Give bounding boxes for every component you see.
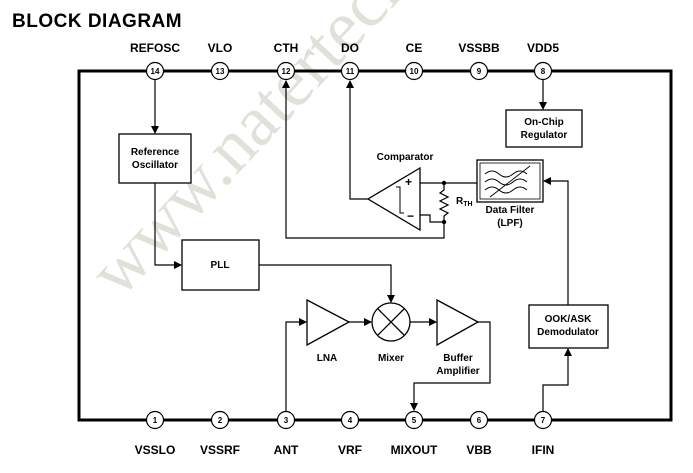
pin-label-mixout: MIXOUT xyxy=(391,443,438,457)
rth-label-main: R xyxy=(456,196,464,207)
pin-3: 3 xyxy=(276,410,296,430)
pin-11: 11 xyxy=(340,61,360,81)
pin-6: 6 xyxy=(469,410,489,430)
pin-7: 7 xyxy=(533,410,553,430)
pin-number: 8 xyxy=(541,67,546,76)
pin-number: 1 xyxy=(153,416,158,425)
pin-number: 10 xyxy=(410,67,419,76)
chip-outline xyxy=(77,69,673,422)
data-filter-label-2: (LPF) xyxy=(497,218,523,229)
mixer-label: Mixer xyxy=(378,353,404,364)
rth-label: RTH xyxy=(456,196,473,208)
hysteresis-icon xyxy=(396,186,404,214)
pin-label-vlo: VLO xyxy=(208,41,233,55)
pin-number: 9 xyxy=(477,67,482,76)
pin-number: 5 xyxy=(412,416,417,425)
pin-label-vbb: VBB xyxy=(466,443,492,457)
buffer-amplifier-symbol xyxy=(436,298,480,347)
pin-number: 3 xyxy=(284,416,289,425)
regulator-label-2: Regulator xyxy=(521,130,568,141)
pin-number: 13 xyxy=(216,67,225,76)
pin-label-do: DO xyxy=(341,41,359,55)
pin-label-ce: CE xyxy=(406,41,423,55)
lna-label: LNA xyxy=(317,353,338,364)
regulator-label-1: On-Chip xyxy=(524,117,563,128)
reference-oscillator-block xyxy=(118,133,192,184)
pin-label-vdd5: VDD5 xyxy=(527,41,559,55)
diagram-title: BLOCK DIAGRAM xyxy=(12,11,182,32)
pin-14: 14 xyxy=(145,61,165,81)
pin-label-vssrf: VSSRF xyxy=(200,443,240,457)
pin-number: 4 xyxy=(348,416,353,425)
pin-number: 7 xyxy=(541,416,546,425)
demodulator-label-2: Demodulator xyxy=(537,327,599,338)
pin-12: 12 xyxy=(276,61,296,81)
comparator-plus-sign: + xyxy=(405,175,412,189)
pin-number: 14 xyxy=(151,67,160,76)
comparator-minus-sign: − xyxy=(407,209,414,223)
mixer-cross-icon xyxy=(377,308,405,336)
rth-label-sub: TH xyxy=(463,201,472,208)
buffer-label-1: Buffer xyxy=(443,353,473,364)
pin-1: 1 xyxy=(145,410,165,430)
pin-2: 2 xyxy=(210,410,230,430)
pin-label-ant: ANT xyxy=(274,443,299,457)
pin-9: 9 xyxy=(469,61,489,81)
pll-block xyxy=(181,239,260,291)
lna-symbol xyxy=(306,298,351,347)
reference-oscillator-label-1: Reference xyxy=(131,147,180,158)
pin-label-vsslo: VSSLO xyxy=(135,443,176,457)
pin-number: 6 xyxy=(477,416,482,425)
pin-13: 13 xyxy=(210,61,230,81)
buffer-label-2: Amplifier xyxy=(436,366,479,377)
filter-slash-icon xyxy=(489,165,531,198)
ook-ask-demodulator-block xyxy=(528,304,609,349)
comparator-symbol xyxy=(366,166,421,232)
pin-label-refosc: REFOSC xyxy=(130,41,180,55)
pin-5: 5 xyxy=(404,410,424,430)
pin-label-vrf: VRF xyxy=(338,443,362,457)
pin-number: 12 xyxy=(282,67,291,76)
pin-label-vssbb: VSSBB xyxy=(458,41,500,55)
reference-oscillator-label-2: Oscillator xyxy=(132,160,178,171)
on-chip-regulator-block xyxy=(505,109,583,148)
data-filter-inner xyxy=(479,162,541,200)
pin-label-cth: CTH xyxy=(274,41,299,55)
pin-number: 2 xyxy=(218,416,223,425)
comparator-label: Comparator xyxy=(377,152,434,163)
pin-4: 4 xyxy=(340,410,360,430)
pll-label: PLL xyxy=(211,260,230,271)
pin-label-ifin: IFIN xyxy=(532,443,555,457)
pin-8: 8 xyxy=(533,61,553,81)
pin-10: 10 xyxy=(404,61,424,81)
pin-number: 11 xyxy=(346,67,355,76)
demodulator-label-1: OOK/ASK xyxy=(545,314,592,325)
data-filter-label-1: Data Filter xyxy=(486,205,535,216)
rth-resistor xyxy=(438,183,450,222)
signal-wires xyxy=(151,80,572,411)
